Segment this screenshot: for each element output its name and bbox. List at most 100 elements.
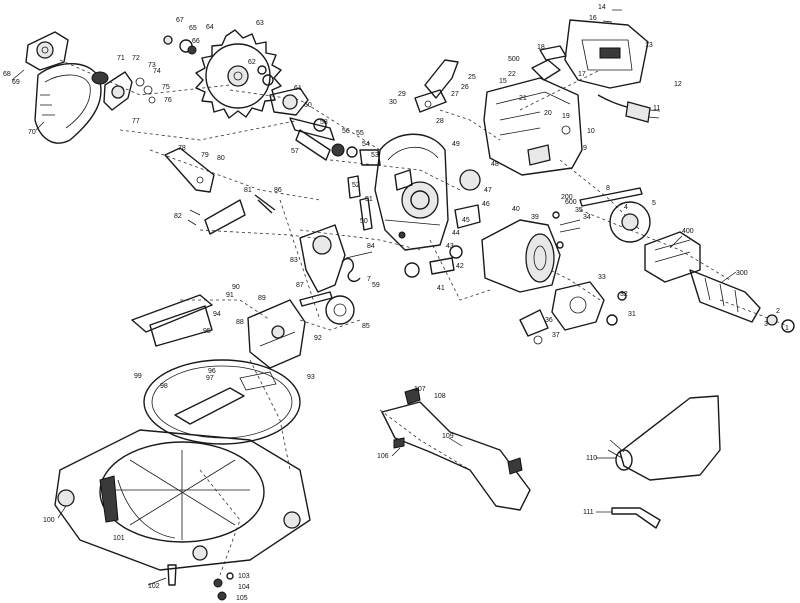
callout-12: 12 [674,81,682,88]
callout-39: 39 [531,214,539,221]
pivot-bracket [299,224,346,293]
callout-27: 27 [451,91,459,98]
callout-96: 96 [208,368,216,375]
base [54,429,311,571]
callout-7: 7 [367,276,371,283]
callout-29: 29 [398,91,406,98]
callout-78: 78 [178,145,186,152]
stator-400 [644,231,701,283]
callout-31: 31 [628,311,636,318]
callout-82: 82 [174,213,182,220]
callout-3: 3 [764,321,768,328]
callout-88: 88 [236,319,244,326]
callout-46: 46 [482,201,490,208]
callout-95: 95 [203,328,211,335]
callout-91: 91 [226,292,234,299]
callout-18: 18 [537,44,545,51]
callout-107: 107 [414,386,426,393]
pivot-shaft-87 [299,291,333,307]
callout-4: 4 [624,204,628,211]
callout-86: 86 [274,187,282,194]
switch-parts [531,45,567,81]
armature-300 [689,269,795,333]
callout-62: 62 [248,59,256,66]
callout-80: 80 [217,155,225,162]
saw-blade [195,29,282,119]
callout-14: 14 [598,4,606,11]
callout-44: 44 [452,230,460,237]
callout-61: 61 [294,85,302,92]
turntable [143,359,301,445]
callout-42: 42 [456,263,464,270]
callout-69: 69 [12,79,20,86]
callout-35: 35 [575,207,583,214]
callout-33: 33 [598,274,606,281]
callout-87: 87 [296,282,304,289]
callout-110: 110 [586,455,597,462]
spindle-and-flange-parts [163,35,381,166]
callout-57: 57 [291,148,299,155]
callout-20: 20 [544,110,552,117]
callout-13: 13 [645,42,653,49]
callout-105: 105 [236,595,248,602]
base-fasteners [167,564,234,601]
assembly-dashed-lines [59,59,786,576]
callout-90: 90 [232,284,240,291]
callout-103: 103 [238,573,250,580]
callout-11: 11 [653,105,660,112]
callout-98: 98 [160,383,168,390]
support-rail [381,387,531,511]
callout-26: 26 [461,84,469,91]
callout-28: 28 [436,118,444,125]
callout-83: 83 [290,257,298,264]
callout-71: 71 [117,55,125,62]
callout-34: 34 [583,214,591,221]
callout-51: 51 [365,196,373,203]
callout-102: 102 [148,583,160,590]
callout-68: 68 [3,71,11,78]
callout-50: 50 [360,218,368,225]
callout-77: 77 [132,118,140,125]
callout-41: 41 [437,285,445,292]
callout-48: 48 [491,161,499,168]
callout-93: 93 [307,374,315,381]
callout-30: 30 [389,99,397,106]
callout-104: 104 [238,584,250,591]
callout-16: 16 [589,15,597,22]
field-housing-40 [481,219,561,293]
callout-94: 94 [213,311,221,318]
callout-70: 70 [28,129,36,136]
callout-200: 200 [561,194,573,201]
callout-66: 66 [192,38,200,45]
dust-bag [607,395,721,481]
callout-8: 8 [606,185,610,192]
callout-600: 600 [565,199,577,206]
callout-99: 99 [134,373,142,380]
callout-53: 53 [371,152,379,159]
callout-67: 67 [176,17,184,24]
callout-85: 85 [362,323,370,330]
top-handle-parts [414,59,459,113]
torsion-spring [341,251,373,282]
callout-47: 47 [484,187,492,194]
callout-101: 101 [113,535,125,542]
power-cord-plug [597,94,661,123]
guard-cover-plate [25,31,69,71]
callout-84: 84 [367,243,375,250]
end-plate-5 [609,201,651,243]
callout-37: 37 [552,332,560,339]
callout-63: 63 [256,20,264,27]
callout-58: 58 [320,119,328,126]
callout-56: 56 [342,128,350,135]
callout-73: 73 [148,62,156,69]
callout-15: 15 [499,78,507,85]
callout-43: 43 [446,243,454,250]
fence-plate [131,294,213,347]
callout-106: 106 [377,453,389,460]
callout-labels: 1 2 3 4 5 7 8 9 10 11 12 13 14 15 16 17 … [3,4,789,602]
callout-400: 400 [682,228,694,235]
callout-76: 76 [164,97,172,104]
callout-111: 111 [583,509,594,516]
callout-52: 52 [352,182,360,189]
